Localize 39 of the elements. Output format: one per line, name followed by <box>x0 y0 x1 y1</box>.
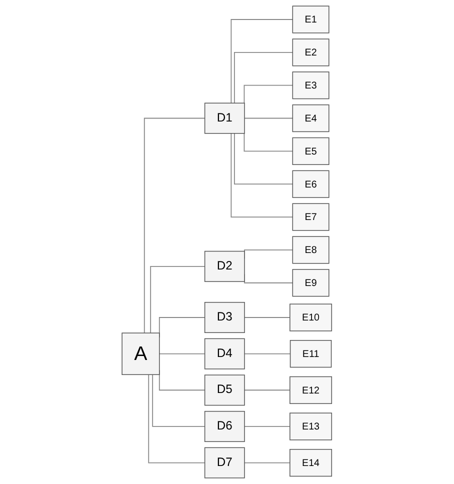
connector <box>230 19 294 104</box>
connector <box>159 353 206 354</box>
connector <box>144 118 206 334</box>
node-box: E3 <box>292 72 330 100</box>
node-box: E13 <box>290 412 332 440</box>
connector <box>244 317 290 318</box>
connector <box>244 462 290 464</box>
connector <box>244 390 290 391</box>
connector <box>148 374 206 464</box>
node-box: E1 <box>292 6 330 34</box>
connector <box>150 266 206 334</box>
connector <box>234 52 294 104</box>
connector <box>244 118 294 119</box>
node-box: D4 <box>204 338 246 370</box>
node-box: E9 <box>292 269 330 297</box>
node-box: E4 <box>292 104 330 132</box>
connector <box>244 84 294 104</box>
node-box: D1 <box>204 102 246 134</box>
node-box: E14 <box>290 448 332 477</box>
connector <box>244 426 290 427</box>
node-box: A <box>122 332 160 375</box>
node-box: E11 <box>290 340 332 368</box>
connector <box>230 132 294 218</box>
node-box: D7 <box>204 447 246 478</box>
node-box: D3 <box>204 302 246 333</box>
connector <box>152 374 206 427</box>
connector <box>234 132 294 185</box>
node-box: D5 <box>204 374 246 406</box>
node-box: E10 <box>290 304 332 332</box>
node-box: E6 <box>292 170 330 198</box>
connector <box>244 132 294 152</box>
node-box: E5 <box>292 137 330 165</box>
connector <box>244 353 291 354</box>
node-box: D2 <box>204 250 246 282</box>
node-box: D6 <box>204 410 246 442</box>
node-box: E2 <box>292 38 330 66</box>
node-box: E12 <box>290 376 332 404</box>
node-box: E8 <box>292 236 330 264</box>
node-box: E7 <box>292 203 330 231</box>
